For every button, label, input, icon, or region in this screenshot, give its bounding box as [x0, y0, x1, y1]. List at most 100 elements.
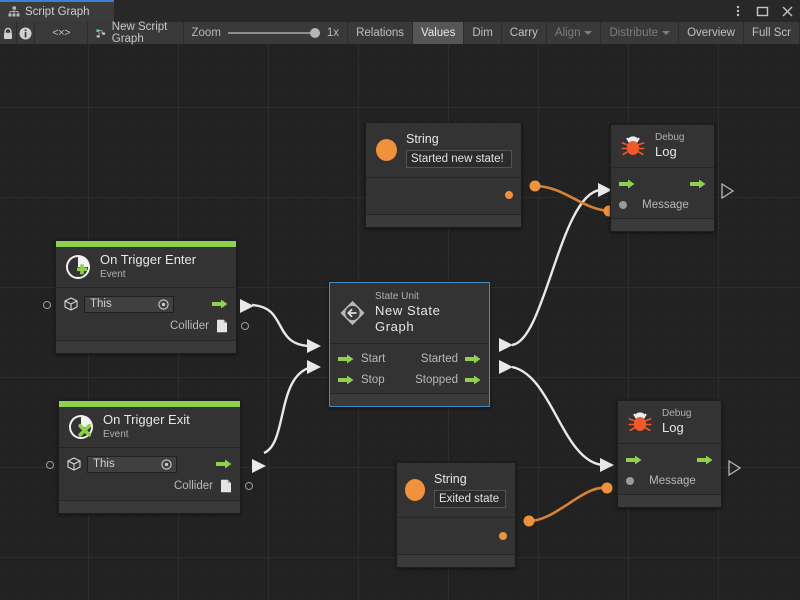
- wire-arrowhead: [499, 360, 513, 374]
- started-output-arrow-icon[interactable]: [465, 354, 481, 364]
- node-title: String: [434, 472, 467, 486]
- started-label: Started: [420, 352, 458, 365]
- string-value-field[interactable]: Started new state!: [406, 150, 512, 168]
- target-external-port-enter[interactable]: [43, 301, 51, 309]
- divider: [59, 447, 240, 448]
- node-footer: [330, 393, 489, 406]
- message-label: Message: [642, 198, 689, 211]
- zoom-slider[interactable]: [227, 27, 320, 39]
- code-view-button[interactable]: <×>: [34, 22, 89, 44]
- flow-row: [611, 173, 714, 194]
- node-header: On Trigger Exit Event: [59, 407, 240, 447]
- flow-output-arrow-icon[interactable]: [697, 455, 713, 465]
- node-on-trigger-enter[interactable]: On Trigger Enter Event This: [55, 240, 237, 354]
- node-debug-log-bottom[interactable]: Debug Log Message: [617, 400, 722, 508]
- relations-label: Relations: [356, 27, 405, 39]
- target-object-field[interactable]: This: [87, 455, 177, 473]
- node-title: Log: [662, 420, 684, 435]
- chevron-down-icon: [662, 31, 671, 35]
- message-input-port[interactable]: [626, 476, 634, 485]
- target-picker-icon[interactable]: [161, 458, 172, 470]
- fullscreen-button[interactable]: Full Scr: [744, 22, 800, 44]
- kebab-menu-icon[interactable]: [731, 5, 744, 18]
- lock-button[interactable]: [0, 22, 18, 44]
- gameobject-cube-icon: [67, 457, 81, 471]
- flow-output-arrow-icon[interactable]: [216, 459, 232, 469]
- target-picker-icon[interactable]: [158, 298, 169, 310]
- event-accent-bar: [59, 401, 240, 407]
- collider-external-port-enter[interactable]: [241, 322, 249, 330]
- zoom-label: Zoom: [191, 27, 221, 39]
- collider-external-port-exit[interactable]: [245, 482, 253, 490]
- node-header-text: State Unit New State Graph: [375, 290, 480, 335]
- string-value-field[interactable]: Exited state: [434, 490, 506, 508]
- flow-output-arrow-icon[interactable]: [690, 179, 706, 189]
- wire-stopped-to-log-bottom: [511, 365, 603, 467]
- flow-output-external-port-top[interactable]: [721, 183, 735, 199]
- flow-output-arrow-icon[interactable]: [212, 299, 228, 309]
- start-input-arrow-icon[interactable]: [338, 354, 354, 364]
- message-input-port[interactable]: [619, 200, 627, 209]
- wire-exit-to-stop: [263, 365, 313, 455]
- flow-output-external-port-bottom[interactable]: [728, 460, 742, 476]
- node-string-bottom[interactable]: String Exited state: [396, 462, 516, 568]
- node-string-top[interactable]: String Started new state!: [365, 122, 522, 228]
- node-subtitle: Event: [103, 429, 129, 440]
- dim-button[interactable]: Dim: [464, 22, 502, 44]
- target-external-port-exit[interactable]: [46, 461, 54, 469]
- message-label: Message: [649, 474, 696, 487]
- flow-input-arrow-icon[interactable]: [619, 179, 635, 189]
- node-header-text: String Started new state!: [406, 131, 512, 168]
- divider: [330, 343, 489, 344]
- target-value: This: [93, 458, 115, 470]
- wire-enter-to-start: [251, 303, 311, 348]
- overview-button[interactable]: Overview: [679, 22, 744, 44]
- carry-button[interactable]: Carry: [501, 22, 547, 44]
- target-object-field[interactable]: This: [84, 295, 174, 313]
- node-debug-log-top[interactable]: Debug Log Message: [610, 124, 715, 232]
- graph-name-label: New Script Graph: [111, 21, 168, 45]
- script-graph-icon: [96, 28, 106, 37]
- node-footer: [366, 214, 521, 227]
- node-header: State Unit New State Graph: [330, 283, 489, 343]
- string-value: Started new state!: [411, 153, 504, 165]
- divider: [611, 167, 714, 168]
- collider-document-icon[interactable]: [220, 479, 232, 493]
- stop-input-arrow-icon[interactable]: [338, 375, 354, 385]
- collider-row: Collider: [56, 315, 236, 336]
- message-row: Message: [611, 194, 714, 215]
- event-cross-icon: [69, 414, 93, 439]
- close-icon[interactable]: [781, 5, 794, 18]
- collider-document-icon[interactable]: [216, 319, 228, 333]
- info-button[interactable]: [17, 22, 35, 44]
- zoom-control[interactable]: Zoom 1x: [184, 22, 349, 44]
- node-header-text: String Exited state: [434, 471, 506, 508]
- distribute-dropdown[interactable]: Distribute: [601, 22, 680, 44]
- divider: [56, 287, 236, 288]
- node-header: On Trigger Enter Event: [56, 247, 236, 287]
- string-output-port[interactable]: [505, 191, 513, 199]
- string-output-port[interactable]: [499, 532, 507, 540]
- tab-script-graph[interactable]: Script Graph: [0, 0, 114, 22]
- wire-arrowhead: [499, 338, 513, 352]
- node-on-trigger-exit[interactable]: On Trigger Exit Event This: [58, 400, 241, 514]
- info-icon: [19, 27, 32, 39]
- maximize-icon[interactable]: [756, 5, 769, 18]
- node-body: This Collider: [59, 448, 240, 500]
- align-dropdown[interactable]: Align: [546, 22, 602, 44]
- relations-button[interactable]: Relations: [348, 22, 414, 44]
- state-unit-diamond-icon: [340, 300, 365, 325]
- message-row: Message: [618, 470, 721, 491]
- values-button[interactable]: Values: [413, 22, 465, 44]
- carry-label: Carry: [509, 27, 538, 39]
- graph-canvas[interactable]: String Started new state!: [0, 45, 800, 600]
- target-value: This: [90, 298, 112, 310]
- flow-input-arrow-icon[interactable]: [626, 455, 642, 465]
- node-footer: [56, 340, 236, 353]
- stopped-output-arrow-icon[interactable]: [465, 375, 481, 385]
- node-body: [397, 518, 515, 554]
- zoom-slider-knob[interactable]: [309, 28, 320, 38]
- node-state-unit[interactable]: State Unit New State Graph Start Started: [329, 282, 490, 407]
- graph-name-field[interactable]: New Script Graph: [88, 21, 184, 45]
